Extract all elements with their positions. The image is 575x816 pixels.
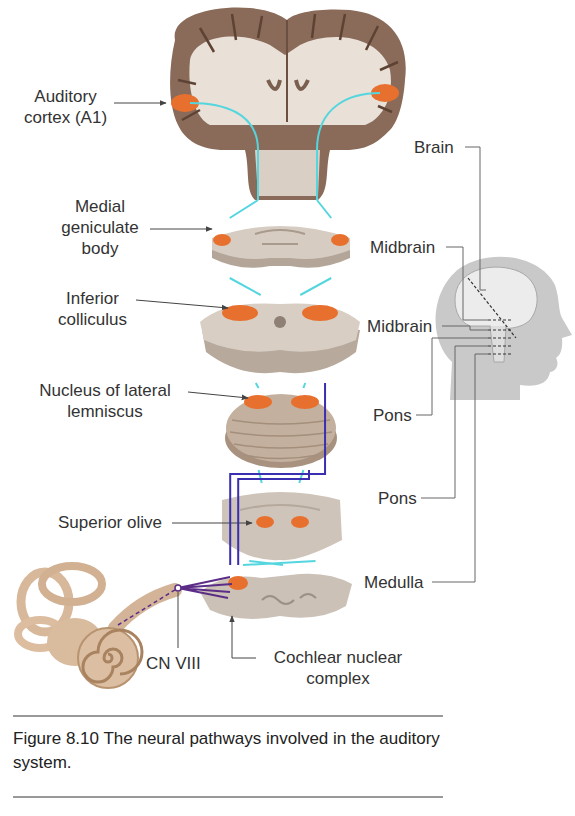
section-levels	[488, 320, 512, 354]
semicircular-canal	[42, 566, 102, 602]
nucleus-highlight	[331, 234, 349, 246]
neural-pathway	[256, 383, 306, 388]
ventricles	[268, 80, 308, 89]
nucleus-highlight	[213, 234, 231, 246]
slice-top	[212, 226, 350, 259]
cortex-slice-art	[170, 7, 406, 200]
cochlea-spiral	[83, 630, 142, 682]
nucleus-highlight	[291, 395, 319, 409]
pons-slice: Superior olivePons	[218, 483, 343, 561]
nucleus-highlight	[222, 305, 258, 321]
leader-lines	[114, 103, 256, 658]
leader-line	[114, 103, 166, 104]
nucleus-highlight	[302, 305, 338, 321]
mgb-slice-art	[212, 226, 350, 268]
midbrain-slice: Inferior colliculusMidbrain	[198, 295, 363, 383]
nerve-label: CN VIII	[146, 653, 216, 674]
level-label: Pons	[373, 405, 423, 426]
caption-rule	[13, 716, 443, 797]
nerve-fibers	[178, 577, 232, 598]
level-label: Midbrain	[367, 316, 447, 337]
pons-lower-art	[222, 492, 342, 560]
slice-detail	[262, 594, 316, 604]
midline	[286, 20, 288, 122]
neural-pathway	[259, 470, 304, 483]
ic-slice-art	[200, 303, 360, 373]
level-label: Pons	[378, 488, 428, 509]
aqueduct	[274, 316, 286, 328]
pons-upper-art	[225, 394, 337, 468]
level-label: Cochlear nuclear complex	[258, 647, 418, 689]
structure-label: Auditory cortex (A1)	[18, 86, 113, 128]
neural-pathway	[230, 383, 325, 565]
thalamocortical-tract	[190, 103, 258, 200]
neural-pathway	[230, 200, 332, 218]
cortex-slice: Auditory cortex (A1)Brain	[165, 5, 410, 200]
nucleus-highlight	[256, 516, 274, 528]
leader-line	[136, 300, 228, 308]
nerve-junction	[175, 585, 181, 591]
slice-detail	[240, 505, 320, 510]
inner-ear-art	[18, 566, 232, 688]
leader-line	[188, 392, 248, 398]
fiber-ridges	[230, 420, 332, 459]
pointer-line	[421, 346, 488, 498]
figure-caption: Figure 8.10 The neural pathways involved…	[13, 727, 443, 775]
nucleus-highlight	[244, 395, 272, 409]
head-brainstem	[490, 326, 506, 362]
head-brain	[455, 267, 537, 328]
slice-detail	[255, 230, 305, 244]
leader-line	[178, 592, 179, 648]
neural-pathway	[230, 278, 332, 295]
pointer-line	[442, 326, 488, 330]
leader-line	[172, 523, 252, 524]
structure-label: Medulla	[364, 572, 444, 593]
level-label: Midbrain	[370, 237, 450, 258]
structure-label: Superior olive	[45, 512, 175, 533]
slice-top	[222, 492, 342, 560]
brainstem-cut	[255, 150, 320, 196]
white-matter	[189, 37, 391, 125]
thalamocortical-tract	[317, 93, 380, 200]
auditory-nerve	[118, 588, 178, 625]
neural-pathway	[238, 470, 309, 565]
section-plane	[468, 278, 516, 338]
head-silhouette	[436, 257, 572, 400]
leader-line	[150, 229, 212, 230]
pointer-line	[432, 354, 488, 582]
neural-pathway	[243, 561, 316, 565]
level-label: Brain	[414, 137, 474, 158]
pointer-line	[446, 247, 488, 320]
pointer-line	[416, 338, 488, 415]
nucleus-highlight	[291, 516, 309, 528]
leader-line	[232, 616, 256, 658]
midbrain-slice: Medial geniculate bodyMidbrain	[208, 218, 353, 278]
pons-slice: Nucleus of lateral lemniscusPons	[225, 388, 337, 470]
structure-label: Medial geniculate body	[50, 196, 150, 259]
structure-label: Nucleus of lateral lemniscus	[20, 380, 190, 422]
head-icon	[436, 257, 572, 400]
slice-top	[226, 394, 336, 462]
cochlear-nucleus	[228, 576, 248, 590]
medulla-slice: MedullaCochlear nuclear complex	[195, 565, 355, 627]
pointer-line	[465, 147, 486, 290]
structure-label: Inferior colliculus	[50, 288, 135, 330]
slice-top	[200, 303, 360, 351]
level-pointers	[416, 147, 488, 582]
cortex-outline	[170, 7, 406, 200]
